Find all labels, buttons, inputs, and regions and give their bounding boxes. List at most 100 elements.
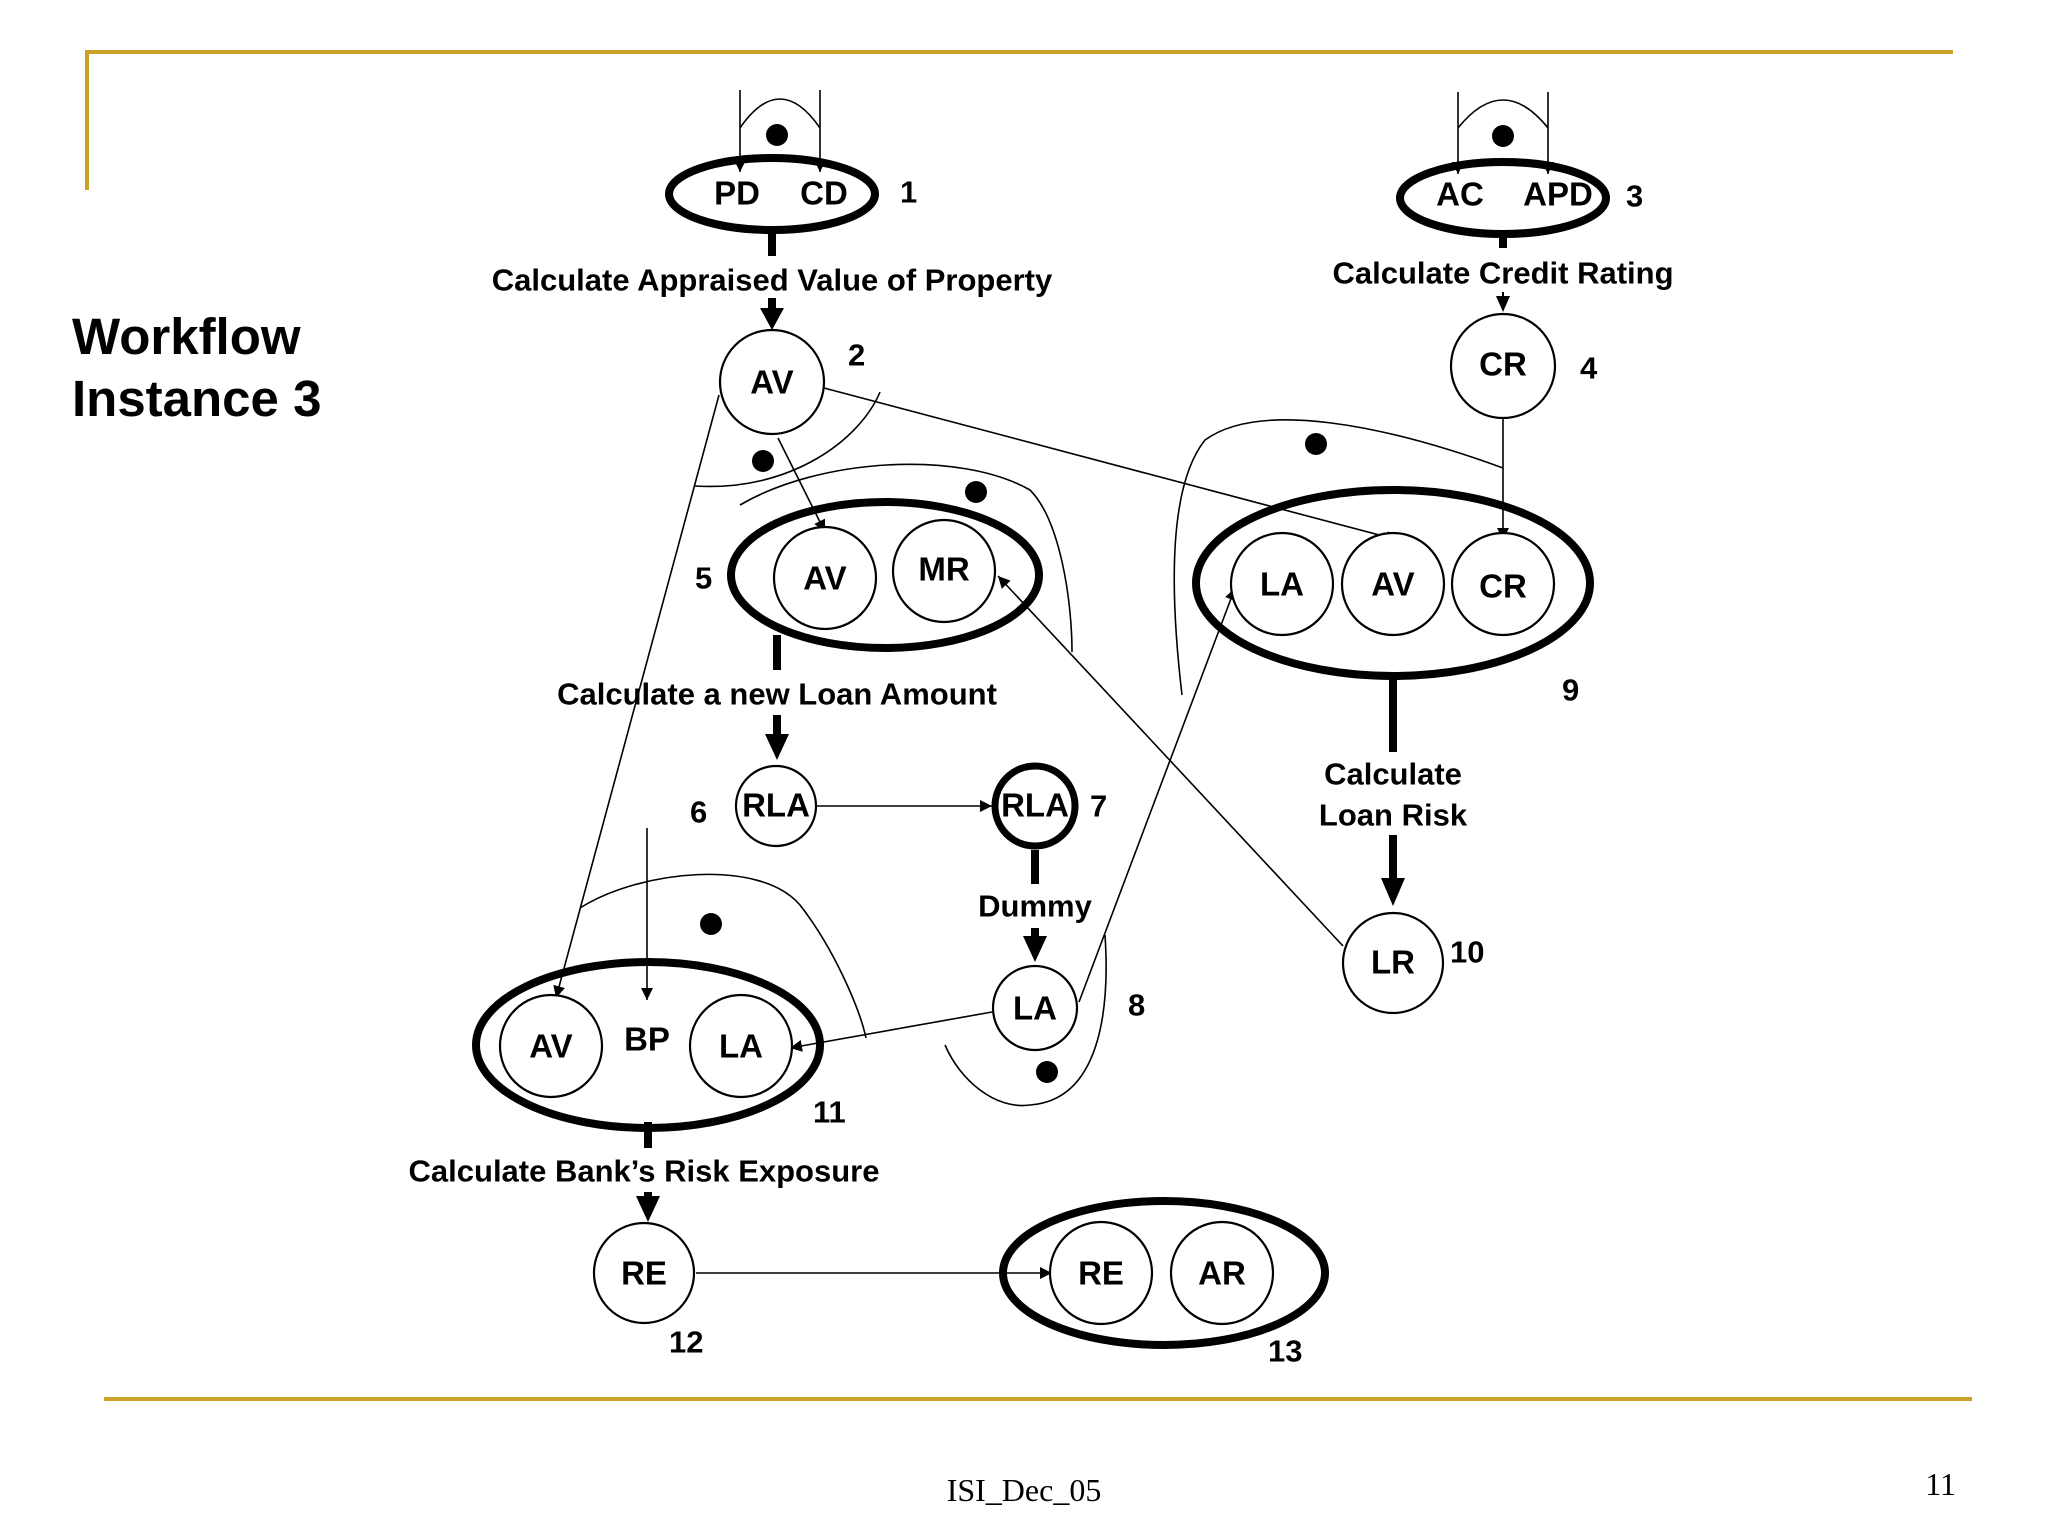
node11-label-bp: BP (624, 1021, 670, 1058)
node10-circle (1341, 911, 1445, 1015)
node3-ellipse (1396, 158, 1610, 238)
edge-a4-node8-head (1023, 936, 1047, 962)
node7-label: RLA (1001, 787, 1069, 824)
token-dot (965, 481, 987, 503)
node13-label-ar: AR (1198, 1255, 1246, 1292)
node9-number: 9 (1562, 673, 1579, 708)
page-number: 11 (1925, 1466, 1956, 1502)
node4-number: 4 (1580, 351, 1598, 386)
title-line-1: Workflow (72, 308, 301, 365)
node9-la-circle (1229, 531, 1335, 637)
token-dot (1492, 125, 1514, 147)
node13-label-re: RE (1078, 1255, 1124, 1292)
title-line-2: Instance 3 (72, 370, 322, 427)
edge-a5-node10-head (1381, 878, 1405, 906)
node11-ellipse (472, 958, 824, 1132)
node13-re-circle (1048, 1220, 1154, 1326)
node5-ellipse (727, 498, 1043, 652)
activity-labels: Calculate Appraised Value of Property Ca… (409, 256, 1674, 1189)
data-flow-arrows (553, 150, 1554, 1279)
node2-circle (718, 328, 826, 436)
node5-label-mr: MR (918, 551, 969, 588)
node11-number: 11 (813, 1095, 846, 1130)
node10-number: 10 (1450, 935, 1484, 970)
node5-mr-circle (891, 518, 997, 624)
edge-a3-node6-head (765, 734, 789, 760)
arrow-av-to-node11 (553, 394, 720, 999)
contour-node11 (579, 873, 867, 1039)
node3-label-apd: APD (1523, 176, 1593, 213)
contour-node1 (739, 90, 821, 150)
activity-loan-risk-line2: Loan Risk (1319, 798, 1468, 833)
node9-label-cr: CR (1479, 568, 1527, 605)
activity-dummy: Dummy (978, 889, 1092, 924)
node1-label-pd: PD (714, 175, 760, 212)
node7-circle (991, 762, 1079, 850)
node4-label: CR (1479, 346, 1527, 383)
node-labels: PD CD AV AC APD CR AV MR RLA RLA LA LA A… (529, 175, 1593, 1292)
edge-a1-node2-head (760, 308, 784, 330)
node6-label: RLA (742, 787, 810, 824)
token-dot (700, 913, 722, 935)
contour-node3 (1457, 92, 1549, 152)
left-rule (85, 50, 89, 190)
arrow-av-to-node9 (823, 387, 1399, 543)
node6-number: 6 (690, 795, 707, 830)
node2-number: 2 (848, 338, 865, 373)
node6-circle (734, 764, 818, 848)
node13-ar-circle (1169, 1220, 1275, 1326)
activity-output-arrows (636, 292, 1510, 1222)
edge-a6-node12-head (636, 1196, 660, 1222)
token-dot (1305, 433, 1327, 455)
contour-node5 (739, 463, 1073, 653)
token-dot (766, 124, 788, 146)
node9-cr-circle (1450, 531, 1556, 637)
activity-bank-risk-exposure: Calculate Bank’s Risk Exposure (409, 1154, 880, 1189)
node12-circle (592, 1221, 696, 1325)
activity-appraised-value: Calculate Appraised Value of Property (492, 263, 1053, 298)
contour-node8 (944, 934, 1107, 1107)
node2-label: AV (750, 364, 793, 401)
node1-ellipse (665, 154, 879, 234)
node4-circle (1449, 312, 1557, 420)
node12-label: RE (621, 1255, 667, 1292)
node8-label: LA (1013, 990, 1057, 1027)
slide-title: Workflow Instance 3 (72, 306, 472, 430)
arrow-av-to-node5 (777, 437, 826, 533)
node3-label-ac: AC (1436, 176, 1484, 213)
node7-number: 7 (1090, 789, 1107, 824)
token-dot (1036, 1061, 1058, 1083)
node5-label-av: AV (803, 560, 846, 597)
token-dot (752, 450, 774, 472)
arrow-lr-to-mr (997, 575, 1344, 947)
activity-new-loan-amount: Calculate a new Loan Amount (557, 677, 997, 712)
token-dots (700, 124, 1514, 1083)
footer-label: ISI_Dec_05 (946, 1472, 1102, 1508)
node8-circle (991, 964, 1079, 1052)
activity-loan-risk-line1: Calculate (1324, 757, 1462, 792)
node9-label-la: LA (1260, 566, 1304, 603)
bottom-rule (104, 1397, 1972, 1401)
node9-ellipse (1192, 486, 1594, 680)
contour-node2 (694, 391, 881, 488)
node13-number: 13 (1268, 1334, 1302, 1369)
node13-ellipse (999, 1197, 1329, 1349)
node12-number: 12 (669, 1325, 703, 1360)
contour-curves (579, 90, 1549, 1107)
node11-label-la: LA (719, 1028, 763, 1065)
node5-number: 5 (695, 561, 712, 596)
node5-av-circle (772, 525, 878, 631)
data-circles (498, 312, 1557, 1326)
node9-av-circle (1340, 531, 1446, 637)
activity-credit-rating: Calculate Credit Rating (1332, 256, 1673, 291)
node-numbers: 1 2 3 4 5 6 7 8 9 10 11 12 13 (669, 175, 1643, 1369)
node9-label-av: AV (1371, 566, 1414, 603)
compound-ellipses (472, 154, 1610, 1349)
node1-label-cd: CD (800, 175, 848, 212)
contour-node9 (1173, 419, 1504, 696)
node1-number: 1 (900, 175, 917, 210)
node11-la-circle (688, 993, 794, 1099)
node11-label-av: AV (529, 1028, 572, 1065)
